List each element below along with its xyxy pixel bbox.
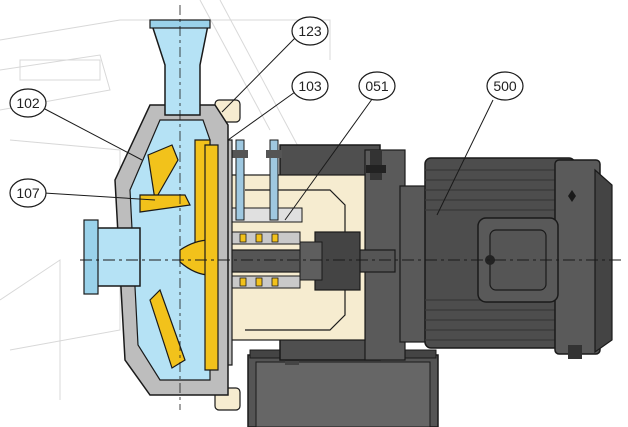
callout-label-051: 051 [365,78,389,94]
callout-label-103: 103 [298,78,322,94]
mechanical-seal [224,139,303,289]
callout-label-102: 102 [16,95,40,111]
callout-051: 051 [358,71,396,101]
leader-lines [42,36,494,221]
impeller [139,139,219,371]
callout-102: 102 [9,88,47,118]
callout-label-123: 123 [298,23,322,39]
shaft [204,231,396,291]
callout-label-107: 107 [16,185,40,201]
callout-123: 123 [291,16,329,46]
motor-body [399,157,613,359]
callout-label-500: 500 [493,78,517,94]
callout-500: 500 [486,71,524,101]
callout-103: 103 [291,71,329,101]
callout-107: 107 [9,178,47,208]
